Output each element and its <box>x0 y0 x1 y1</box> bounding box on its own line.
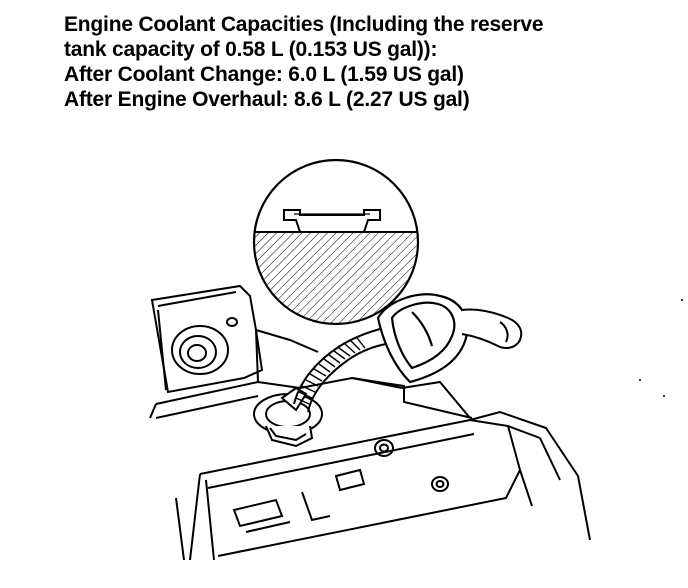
scan-specks <box>639 299 683 397</box>
hand <box>461 308 523 349</box>
funnel-tube <box>293 325 399 413</box>
right-body-panel <box>469 410 591 541</box>
radiator-shroud <box>199 377 533 561</box>
after-engine-overhaul-capacity: After Engine Overhaul: 8.6 L (2.27 US ga… <box>64 88 470 111</box>
spec-heading-line-2: tank capacity of 0.58 L (0.153 US gal)): <box>64 38 438 61</box>
coolant-funnel <box>376 293 469 384</box>
spec-heading-line-1: Engine Coolant Capacities (Including the… <box>64 13 544 36</box>
after-coolant-change-capacity: After Coolant Change: 6.0 L (1.59 US gal… <box>64 63 464 86</box>
coolant-capacity-spec: Engine Coolant Capacities (Including the… <box>64 12 676 112</box>
radiator-filler-neck <box>253 386 323 448</box>
lower-left-structure <box>149 403 201 561</box>
radiator-reserve-bracket <box>150 284 319 394</box>
